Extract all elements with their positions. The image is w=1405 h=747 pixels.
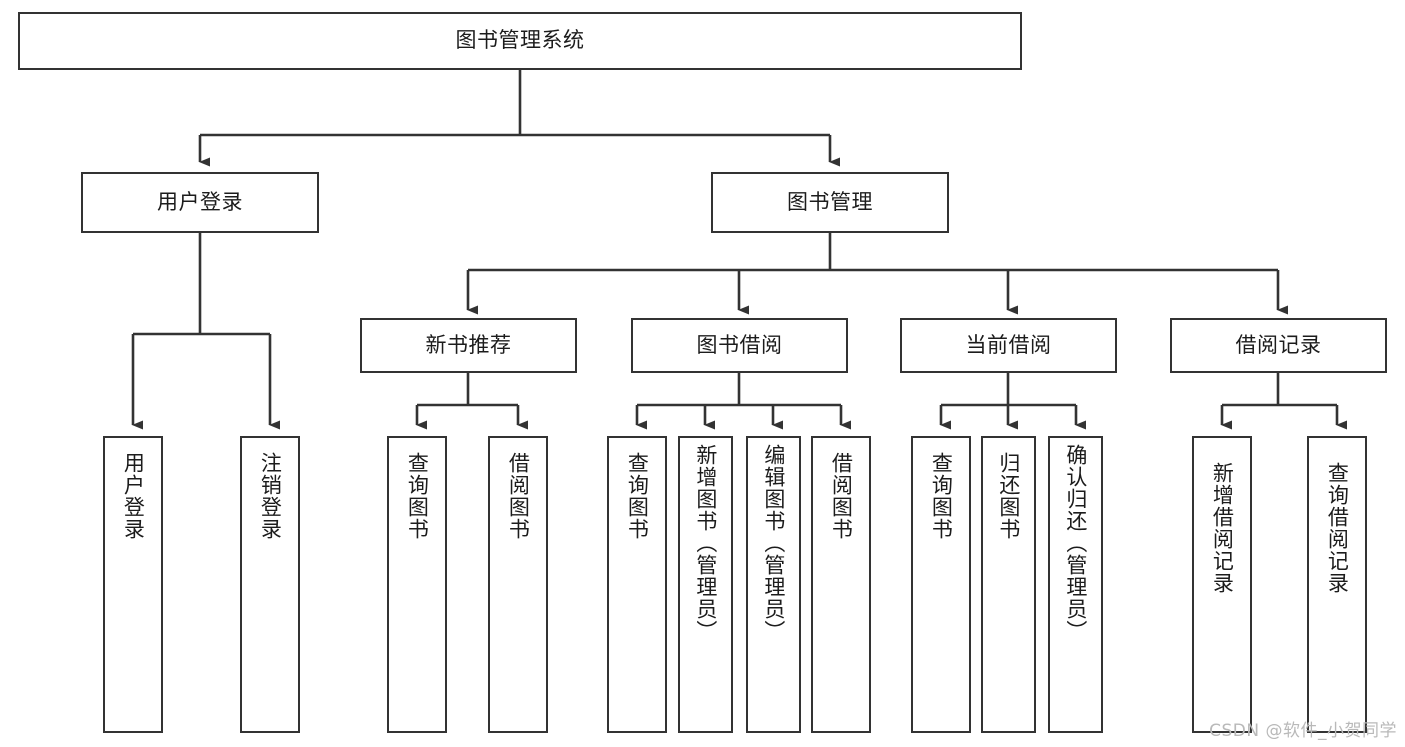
node-leaf-return-book[interactable]: 归还图书 (981, 436, 1036, 733)
node-book-management[interactable]: 图书管理 (711, 172, 949, 233)
watermark-text: CSDN @软件_小贺同学 (1209, 721, 1397, 741)
node-current-borrow-label: 当前借阅 (965, 332, 1052, 357)
node-book-management-label: 图书管理 (787, 189, 873, 214)
node-book-borrow-label: 图书借阅 (696, 332, 783, 357)
node-leaf-user-login-label: 用户登录 (121, 452, 146, 540)
node-leaf-query-book-recommend-label: 查询图书 (405, 452, 430, 540)
node-user-login-label: 用户登录 (157, 189, 243, 214)
node-leaf-add-book-admin[interactable]: 新增图书（管理员） (678, 436, 733, 733)
node-leaf-edit-book-admin-label: 编辑图书（管理员） (761, 444, 786, 642)
node-user-login[interactable]: 用户登录 (81, 172, 319, 233)
node-leaf-borrow-book-recommend-label: 借阅图书 (506, 452, 531, 540)
node-leaf-user-login[interactable]: 用户登录 (103, 436, 163, 733)
node-leaf-query-book-recommend[interactable]: 查询图书 (387, 436, 447, 733)
node-leaf-add-borrow-record[interactable]: 新增借阅记录 (1192, 436, 1252, 733)
node-leaf-confirm-return-admin[interactable]: 确认归还（管理员） (1048, 436, 1103, 733)
node-leaf-query-book-borrow[interactable]: 查询图书 (607, 436, 667, 733)
node-leaf-add-book-admin-label: 新增图书（管理员） (693, 444, 718, 642)
node-new-book-recommend[interactable]: 新书推荐 (360, 318, 577, 373)
node-book-borrow[interactable]: 图书借阅 (631, 318, 848, 373)
node-leaf-borrow-book-recommend[interactable]: 借阅图书 (488, 436, 548, 733)
node-leaf-query-book-current-label: 查询图书 (929, 452, 954, 540)
node-leaf-logout[interactable]: 注销登录 (240, 436, 300, 733)
node-leaf-query-borrow-record-label: 查询借阅记录 (1325, 462, 1350, 594)
node-borrow-record-label: 借阅记录 (1235, 332, 1322, 357)
node-leaf-borrow-book-label: 借阅图书 (829, 452, 854, 540)
node-leaf-logout-label: 注销登录 (258, 452, 283, 540)
node-leaf-add-borrow-record-label: 新增借阅记录 (1210, 462, 1235, 594)
node-root-system-label: 图书管理系统 (455, 28, 585, 53)
node-leaf-query-borrow-record[interactable]: 查询借阅记录 (1307, 436, 1367, 733)
node-root-system[interactable]: 图书管理系统 (18, 12, 1022, 70)
node-leaf-borrow-book[interactable]: 借阅图书 (811, 436, 871, 733)
node-leaf-query-book-borrow-label: 查询图书 (625, 452, 650, 540)
node-current-borrow[interactable]: 当前借阅 (900, 318, 1117, 373)
node-leaf-query-book-current[interactable]: 查询图书 (911, 436, 971, 733)
node-new-book-recommend-label: 新书推荐 (425, 332, 512, 357)
node-leaf-edit-book-admin[interactable]: 编辑图书（管理员） (746, 436, 801, 733)
node-leaf-confirm-return-admin-label: 确认归还（管理员） (1063, 444, 1088, 642)
node-borrow-record[interactable]: 借阅记录 (1170, 318, 1387, 373)
node-leaf-return-book-label: 归还图书 (996, 452, 1021, 540)
